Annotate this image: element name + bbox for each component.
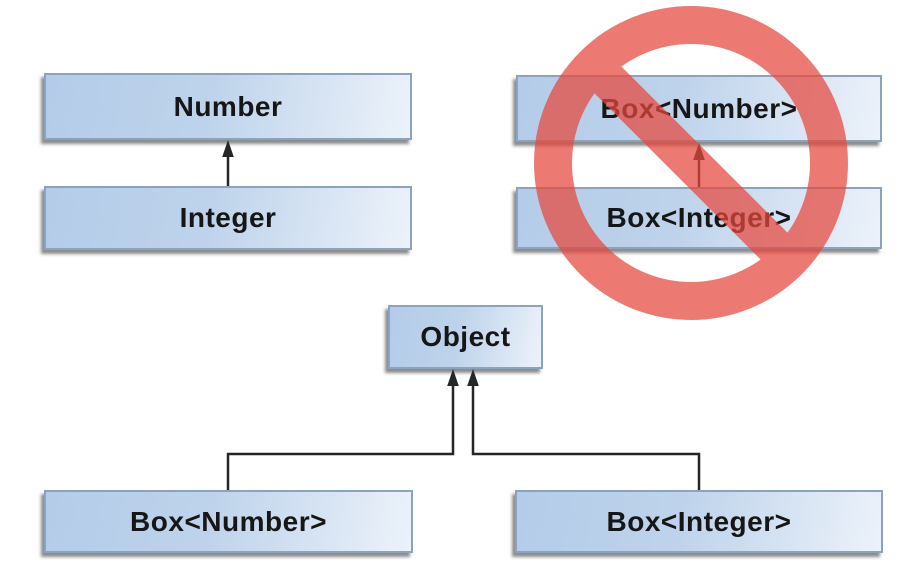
node-box-number-prohibited: Box<Number>: [516, 75, 882, 142]
node-box-number-prohibited-label: Box<Number>: [600, 92, 798, 124]
node-box-number-label: Box<Number>: [130, 505, 327, 537]
prohibition-circle: [534, 6, 848, 320]
connector-box-number-to-object: [226, 384, 455, 490]
node-integer: Integer: [44, 186, 412, 250]
node-box-integer-prohibited-label: Box<Integer>: [606, 202, 792, 233]
node-number: Number: [44, 73, 412, 140]
arrowhead-left-to-object-icon: [447, 369, 459, 386]
arrowhead-right-to-object-icon: [467, 369, 479, 386]
connector-box-integer-to-object: [471, 384, 701, 490]
arrowhead-to-box-number-icon: [693, 143, 705, 160]
node-box-integer-prohibited: Box<Integer>: [516, 187, 882, 249]
node-box-integer-label: Box<Integer>: [606, 505, 792, 537]
node-integer-label: Integer: [179, 202, 277, 233]
node-number-label: Number: [173, 90, 283, 122]
node-object-label: Object: [420, 321, 511, 352]
arrowhead-to-number-icon: [222, 140, 234, 157]
node-box-number: Box<Number>: [44, 490, 413, 553]
node-box-integer: Box<Integer>: [515, 490, 883, 553]
node-object: Object: [388, 305, 543, 369]
